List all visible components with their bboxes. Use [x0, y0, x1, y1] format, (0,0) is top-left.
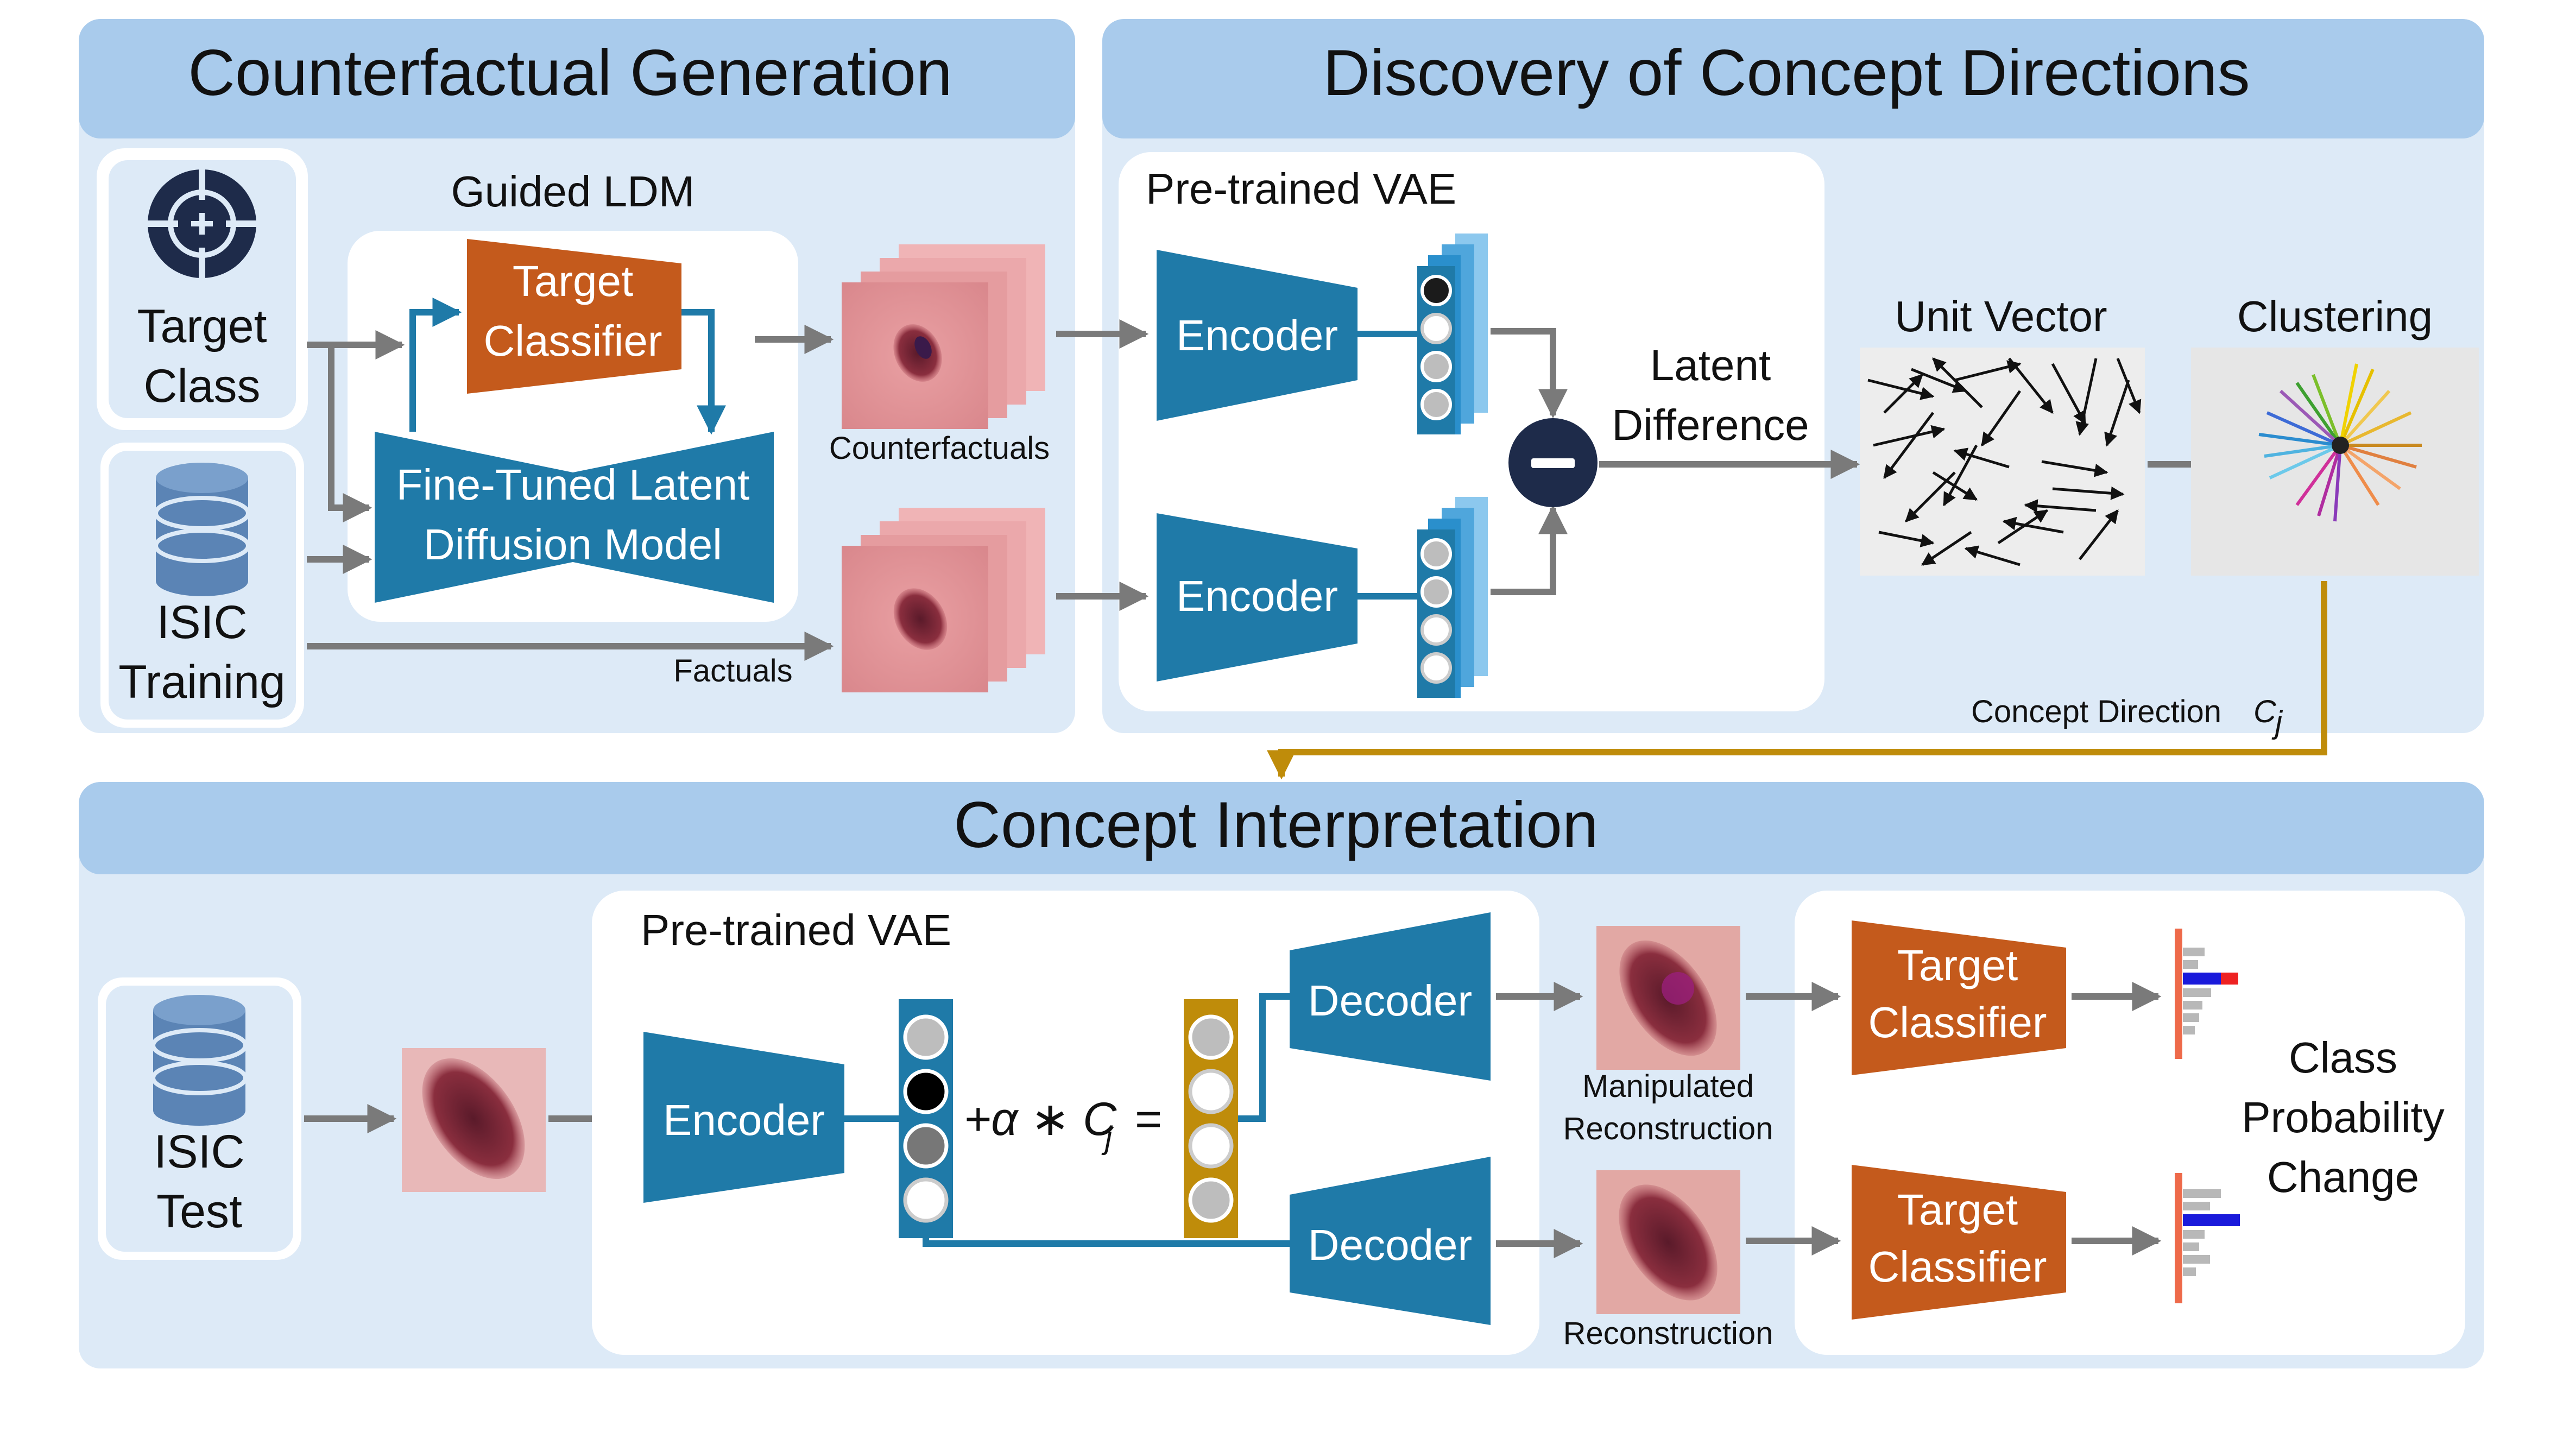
- formula-equals: =: [1135, 1093, 1162, 1145]
- classifier-label-line2: Classifier: [1868, 1242, 2047, 1291]
- section-header: [79, 19, 1075, 138]
- concept-direction-symbol: C: [2253, 694, 2277, 729]
- decoder-label: Decoder: [1308, 976, 1472, 1025]
- isic-training-label-line2: Training: [118, 656, 286, 708]
- manipulated-label-line1: Manipulated: [1582, 1069, 1754, 1104]
- classifier-label-line1: Target: [1897, 1185, 2018, 1234]
- probability-bars-reconstruction: [2175, 1173, 2240, 1303]
- class-probability-label-line3: Change: [2267, 1153, 2419, 1201]
- factuals-label: Factuals: [673, 653, 792, 689]
- target-class-label-line1: Target: [137, 300, 267, 352]
- latent-bottom-to-diff-arrow: [1491, 504, 1568, 595]
- test-image: [402, 1048, 546, 1192]
- encoder-top: Encoder: [1157, 250, 1358, 421]
- guidance-arrow-down: [681, 309, 726, 435]
- target-class-to-ldm-arrow: [328, 345, 372, 522]
- class-probability-label-line1: Class: [2289, 1033, 2397, 1082]
- clustered-arrows: [2258, 363, 2422, 522]
- encoder-label: Encoder: [663, 1096, 825, 1144]
- target-crosshair-icon: [148, 169, 256, 278]
- section-header: [1102, 19, 2484, 138]
- decoder-label: Decoder: [1308, 1221, 1472, 1269]
- clustering-title: Clustering: [2237, 292, 2433, 340]
- probability-bars-manipulated: [2175, 929, 2238, 1059]
- decoder-shape: [1290, 1157, 1491, 1325]
- clustering-plot: [2191, 348, 2479, 576]
- classifier-trapezoid: [1852, 920, 2066, 1075]
- decoder-reconstruction: Decoder: [1290, 1157, 1491, 1325]
- subtract-icon: [1508, 418, 1598, 507]
- latent-vector: [899, 999, 953, 1238]
- vae-title-top: Pre-trained VAE: [1146, 165, 1456, 213]
- counterfactuals-label: Counterfactuals: [829, 431, 1050, 466]
- encoder-label: Encoder: [1176, 311, 1338, 359]
- decoder-manipulated: Decoder: [1290, 912, 1491, 1081]
- guided-ldm-title: Guided LDM: [451, 167, 694, 216]
- target-classifier-reconstruction: Target Classifier: [1852, 1165, 2066, 1320]
- encoder-shape: [1157, 250, 1358, 421]
- encoder-bottom: Encoder: [1157, 513, 1358, 682]
- latent-stack-bottom: [1417, 497, 1488, 698]
- counterfactual-images: [842, 244, 1045, 429]
- cluster-center: [2332, 437, 2349, 454]
- modified-latent-vector: [1184, 999, 1238, 1238]
- ldm-label-line1: Fine-Tuned Latent: [396, 460, 750, 509]
- encoder-interpretation: Encoder: [643, 1032, 844, 1203]
- reconstruction-label: Reconstruction: [1563, 1316, 1773, 1351]
- ldm-label-line2: Diffusion Model: [424, 520, 722, 569]
- manipulated-reconstruction-image: [1596, 926, 1740, 1070]
- factual-images: [842, 508, 1045, 692]
- latent-to-decoder-line: [923, 1238, 1290, 1247]
- concept-direction-arrow: [1267, 581, 2327, 780]
- classifier-label-line2: Classifier: [1868, 998, 2047, 1046]
- isic-training-label-line1: ISIC: [156, 596, 247, 648]
- latent-stack-top: [1417, 234, 1488, 434]
- latent-diffusion-model-block: Fine-Tuned Latent Diffusion Model: [375, 432, 774, 603]
- section-title: Counterfactual Generation: [188, 36, 952, 109]
- classifier-label-line1: Target: [1897, 941, 2018, 989]
- isic-test-label-line2: Test: [156, 1185, 242, 1238]
- modified-latent-to-decoder-line: [1238, 993, 1290, 1122]
- target-class-box: Target Class: [97, 148, 308, 430]
- guidance-arrow-up: [409, 298, 462, 432]
- latent-difference-label-line1: Latent: [1650, 341, 1771, 389]
- isic-test-label-line1: ISIC: [154, 1126, 244, 1178]
- isic-test-box: ISIC Test: [98, 977, 301, 1260]
- section-header: [79, 782, 2484, 874]
- reconstruction-image: [1596, 1170, 1740, 1314]
- latent-top-to-diff-arrow: [1491, 328, 1568, 419]
- latent-difference-label-line2: Difference: [1612, 401, 1809, 449]
- classifier-trapezoid: [1852, 1165, 2066, 1320]
- classifier-trapezoid: [467, 239, 681, 394]
- target-classifier-block: Target Classifier: [467, 239, 681, 394]
- target-classifier-manipulated: Target Classifier: [1852, 920, 2066, 1075]
- manipulated-label-line2: Reconstruction: [1563, 1111, 1773, 1146]
- isic-training-box: ISIC Training: [100, 443, 304, 728]
- decoder-shape: [1290, 912, 1491, 1081]
- section-title: Discovery of Concept Directions: [1323, 36, 2250, 109]
- database-icon: [151, 995, 248, 1126]
- concept-direction-label: Concept Direction: [1971, 694, 2221, 729]
- classifier-label-line1: Target: [513, 257, 633, 305]
- unit-vector-arrows: [1867, 357, 2142, 566]
- vae-title-bottom: Pre-trained VAE: [641, 906, 951, 954]
- ldm-shape: [375, 432, 774, 603]
- encoder-shape: [643, 1032, 844, 1203]
- encoder-label: Encoder: [1176, 572, 1338, 620]
- unit-vector-title: Unit Vector: [1895, 292, 2107, 340]
- unit-vector-plot: [1860, 348, 2145, 576]
- target-class-label-line2: Class: [143, 360, 260, 412]
- encoder-shape: [1157, 513, 1358, 682]
- class-probability-label-line2: Probability: [2242, 1093, 2445, 1141]
- formula-text: +α ∗ C: [964, 1093, 1117, 1145]
- classifier-label-line2: Classifier: [484, 317, 662, 365]
- section-title: Concept Interpretation: [954, 788, 1598, 861]
- database-icon: [154, 463, 250, 596]
